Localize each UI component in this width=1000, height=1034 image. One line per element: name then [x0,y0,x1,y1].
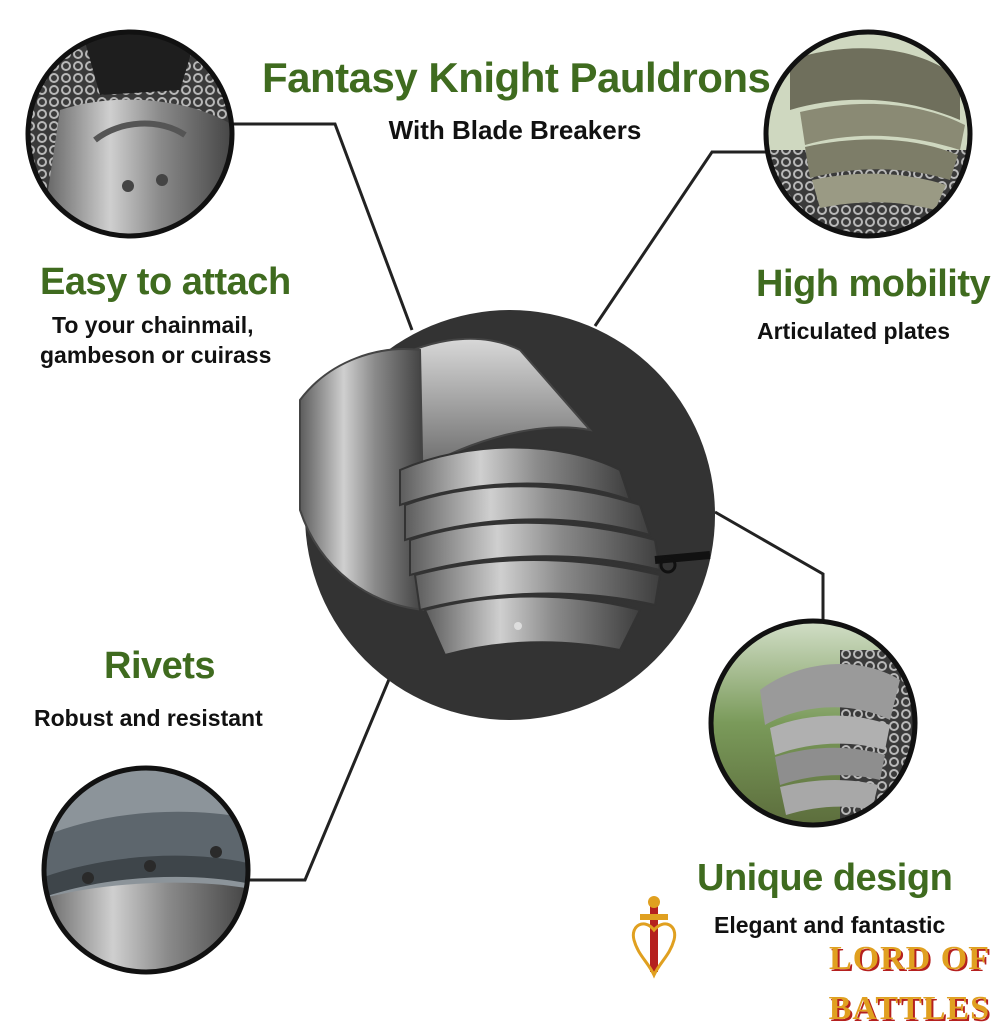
page-title: Fantasy Knight Pauldrons [262,54,771,101]
photo-circle-attach [25,29,235,239]
connector-lines [225,122,825,882]
feature-desc-mobility: Articulated plates [757,318,950,344]
feature-heading-mobility: High mobility [756,263,991,305]
feature-desc-attach-line1: To your chainmail, [52,312,254,338]
logo-sword-icon [631,896,677,979]
connector-top-left [225,122,414,331]
connector-bottom-right [714,510,825,623]
feature-heading-rivets: Rivets [104,645,216,687]
feature-heading-design: Unique design [697,857,953,899]
photo-circle-design [708,618,918,828]
page-subtitle: With Blade Breakers [388,115,642,145]
feature-heading-attach: Easy to attach [40,261,291,303]
photo-circle-rivets [41,765,251,975]
feature-desc-design: Elegant and fantastic [714,912,946,938]
photo-circle-mobility [763,29,973,239]
illustration-layer [25,29,973,979]
connector-top-right [593,150,775,327]
brand-logo: LORD OF BATTLES [828,940,990,1027]
feature-desc-rivets: Robust and resistant [34,705,263,731]
connector-bottom-left [240,676,392,882]
pauldron-product [299,337,711,657]
feature-desc-attach-line2: gambeson or cuirass [40,342,272,368]
